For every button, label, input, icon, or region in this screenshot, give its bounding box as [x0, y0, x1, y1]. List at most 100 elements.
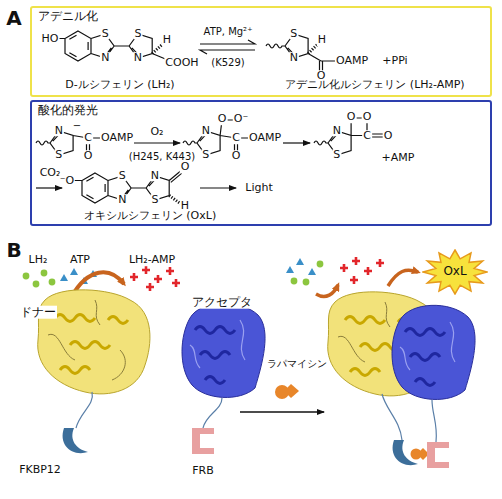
drug-label: ラパマイシン	[266, 359, 328, 370]
atom-label: HO	[41, 33, 60, 45]
atom-label: N	[117, 194, 127, 206]
acceptor-protein	[182, 303, 265, 397]
equilibrium-arrow	[200, 40, 255, 54]
reaction-arrow	[200, 187, 236, 188]
atom-label: C	[362, 130, 372, 142]
rapamycin-shape	[284, 384, 299, 398]
reaction-arrow	[316, 285, 338, 296]
atom-label: O⁻	[233, 113, 249, 125]
molecule-label: LH₂-AMP	[128, 254, 176, 266]
protein-label: FRB	[191, 465, 215, 477]
node-heading: OxL	[443, 265, 466, 279]
process-arrow	[240, 411, 324, 413]
luciferin-dot	[317, 261, 324, 268]
atom-label: S	[201, 149, 210, 161]
protein-label: アクセプタ	[191, 296, 253, 309]
atom-label: S	[54, 149, 63, 161]
product-cross	[364, 267, 372, 275]
atom-label: C	[83, 132, 93, 144]
linker-line	[76, 392, 222, 428]
byproduct-label: +AMP	[381, 152, 416, 164]
product-cross	[146, 283, 154, 291]
product-cross	[154, 275, 162, 283]
starburst-shape	[423, 250, 487, 294]
atom-label: OAMP	[335, 55, 369, 67]
protein-label: ドナー	[19, 306, 57, 319]
frb-shape	[427, 442, 449, 468]
product-cross	[172, 279, 180, 287]
product-cross	[166, 267, 174, 275]
frb-shape	[192, 428, 214, 454]
molecule-name: アデニル化ルシフェリン (LH₂-AMP)	[284, 79, 465, 91]
atom-label: O	[383, 130, 394, 142]
atom-label: N	[150, 170, 160, 182]
molecule-name: D-ルシフェリン (LH₂)	[64, 79, 175, 91]
product-cross	[340, 264, 348, 272]
luciferin-structure	[50, 31, 175, 63]
charge-label: −	[72, 121, 82, 132]
atom-label: O	[231, 150, 242, 162]
atom-label: N	[133, 52, 143, 64]
atom-label: S	[101, 28, 110, 40]
panel-letter: A	[5, 8, 22, 29]
product-cross	[130, 273, 138, 281]
light-burst: OxL	[422, 249, 488, 295]
reaction-panel: 酸化的発光	[30, 100, 492, 226]
atom-label: N	[332, 125, 342, 137]
atom-label: OAMP	[248, 132, 282, 144]
node-heading: 酸化的発光	[38, 104, 484, 118]
atom-label: N	[289, 52, 299, 64]
reaction-arrow	[36, 187, 62, 188]
atom-label: H	[162, 34, 172, 46]
atom-label: S	[118, 170, 127, 182]
peroxide-structure	[183, 120, 258, 155]
atom-label: N	[100, 52, 110, 64]
dioxetanone-structure	[314, 118, 384, 155]
linker-line	[382, 394, 436, 442]
atom-label: O	[83, 150, 94, 162]
product-cross	[350, 276, 358, 284]
byproduct-label: +PPi	[381, 55, 408, 67]
atom-label: COOH	[164, 57, 199, 69]
molecule-name: オキシルシフェリン (OxL)	[83, 210, 217, 222]
atom-label: OAMP	[100, 132, 134, 144]
reaction-arrow	[283, 142, 310, 143]
emission-label: Light	[244, 182, 273, 194]
atom-label: C	[231, 132, 241, 144]
atp-triangle	[70, 268, 78, 275]
atom-label: S	[332, 149, 341, 161]
atom-label: S	[133, 28, 142, 40]
atp-triangle	[286, 266, 294, 273]
atom-label: N	[201, 125, 211, 137]
reaction-arrow	[388, 270, 418, 286]
atom-label: O	[180, 161, 191, 173]
product-cross	[352, 257, 360, 265]
atom-label: O	[362, 111, 373, 123]
luciferin-dot	[303, 279, 310, 286]
luciferin-dot	[291, 278, 298, 285]
reaction-condition: O₂	[149, 126, 164, 138]
fkbp12-shape	[63, 428, 88, 453]
luciferin-dot	[33, 281, 40, 288]
product-cross	[142, 266, 150, 274]
luciferin-dot	[41, 270, 48, 277]
molecule-label: ATP	[69, 254, 91, 266]
reaction-condition: ATP, Mg²⁺	[203, 27, 254, 38]
atom-label: O	[217, 113, 228, 125]
acceptor-protein	[392, 305, 475, 399]
product-cross	[376, 259, 384, 267]
atp-triangle	[308, 268, 316, 275]
atom-label: O	[346, 111, 357, 123]
node-heading: アデニル化	[38, 10, 484, 24]
atp-triangle	[296, 258, 304, 265]
atp-triangle	[60, 274, 68, 281]
molecule-label: LH₂	[28, 254, 49, 266]
residue-label: (K529)	[210, 58, 245, 69]
reaction-arrow	[134, 142, 180, 143]
atom-label: S	[150, 194, 159, 206]
anion-structure	[36, 131, 110, 155]
adenylated-structure	[266, 34, 345, 74]
panel-letter: B	[5, 240, 22, 261]
